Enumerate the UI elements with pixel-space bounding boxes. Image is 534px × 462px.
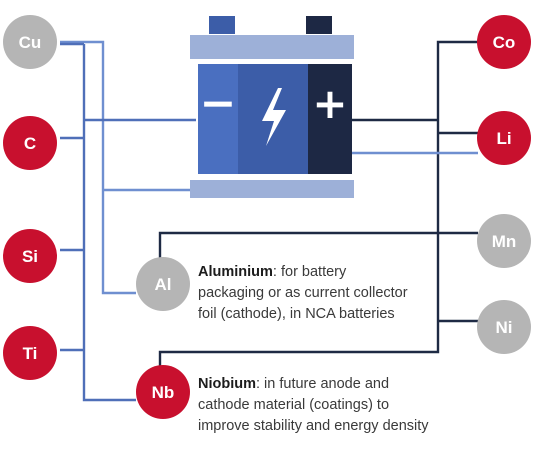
lightning-bolt-icon [262,88,286,146]
element-si: Si [3,229,57,283]
mn-connector-line [158,231,478,262]
element-mn: Mn [477,214,531,268]
niobium-text-line2: cathode material (coatings) to [198,397,390,413]
aluminium-text-line1: : for battery [272,264,347,280]
aluminium-text-line3: foil (cathode), in NCA batteries [198,306,395,322]
battery-plus-sign: + [312,79,347,128]
element-nb-symbol: Nb [152,383,175,402]
element-ni-symbol: Ni [496,318,513,337]
element-ni-circle [477,300,531,354]
element-mn-circle [477,214,531,268]
left-spine-line [82,44,136,402]
niobium-name: Niobium [198,376,256,392]
element-ti: Ti [3,326,57,380]
element-si-circle [3,229,57,283]
element-co: Co [477,15,531,69]
element-al: Al [136,257,190,311]
battery-top-cap [190,35,354,59]
aluminium-description: Aluminium: for battery packaging or as c… [198,262,408,325]
niobium-text-line3: improve stability and energy density [198,418,429,434]
element-c-circle [3,116,57,170]
battery-minus-section [198,64,238,174]
element-cu-symbol: Cu [19,33,42,52]
aluminium-text-line2: packaging or as current collector [198,285,408,301]
element-ti-circle [3,326,57,380]
co-connector-line [158,40,478,372]
niobium-description: Niobium: in future anode and cathode mat… [198,374,429,437]
battery-bottom-cap [190,180,354,198]
element-ti-symbol: Ti [23,344,38,363]
element-nb-circle [136,365,190,419]
element-al-circle [136,257,190,311]
aluminium-name: Aluminium [198,264,273,280]
battery-minus-sign: − [200,78,237,129]
battery-plus-section [308,64,352,174]
element-nb: Nb [136,365,190,419]
battery-terminal-negative [209,16,235,34]
battery-terminal-positive [306,16,332,34]
element-c-symbol: C [24,134,36,153]
cu-connector-line [60,40,136,295]
element-co-circle [477,15,531,69]
element-li-symbol: Li [496,129,511,148]
element-mn-symbol: Mn [492,232,517,251]
element-li: Li [477,111,531,165]
battery: − + [190,16,354,198]
element-ni: Ni [477,300,531,354]
left-connectors [60,40,196,402]
niobium-text-line1: : in future anode and [256,376,390,392]
element-c: C [3,116,57,170]
element-si-symbol: Si [22,247,38,266]
element-co-symbol: Co [493,33,516,52]
element-cu-circle [3,15,57,69]
element-li-circle [477,111,531,165]
element-al-symbol: Al [155,275,172,294]
element-cu: Cu [3,15,57,69]
